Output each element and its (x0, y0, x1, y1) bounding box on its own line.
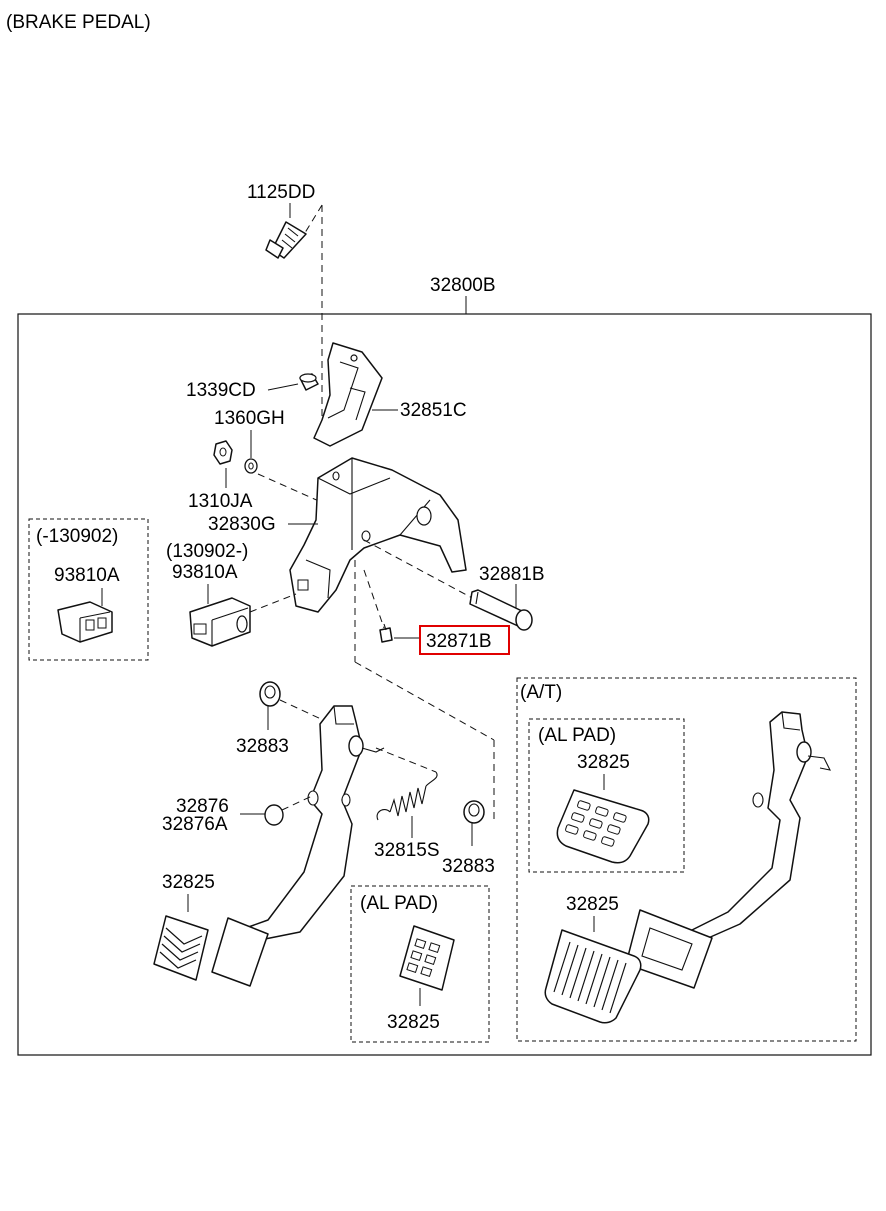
spring-32815S (376, 771, 438, 821)
label-32825-al-mt: 32825 (387, 1012, 440, 1033)
label-32851C: 32851C (400, 400, 467, 421)
label-32830G: 32830G (208, 514, 276, 535)
group-box-at (516, 677, 857, 1042)
group-box-early (28, 518, 149, 661)
small-bolt-axis-line (363, 569, 385, 629)
label-32881B: 32881B (479, 564, 545, 585)
label-1360GH: 1360GH (214, 408, 285, 429)
diagram-title: (BRAKE PEDAL) (6, 12, 151, 33)
leader-1339CD (267, 383, 299, 391)
member-axis-line-2 (354, 661, 495, 741)
bolt-axis-line-2 (302, 204, 323, 237)
label-32871B: 32871B (426, 631, 492, 652)
stopper-32876 (264, 804, 284, 826)
bushing-32883-left (259, 681, 281, 707)
label-32825-al-at: 32825 (577, 752, 630, 773)
pad-32825-al-at (556, 789, 650, 864)
switch-93810A-late (189, 597, 251, 647)
label-1125DD: 1125DD (247, 182, 315, 203)
bolt-32871B (379, 623, 393, 643)
label-1339CD: 1339CD (186, 380, 256, 401)
bolt-1125DD (265, 221, 307, 259)
nut-1339CD (299, 373, 319, 391)
label-group-at: (A/T) (520, 682, 562, 703)
label-93810A-late: 93810A (172, 562, 238, 583)
pedal-arm-at (675, 711, 831, 947)
member-32830G (289, 457, 467, 613)
pedal-arm-mt (239, 705, 385, 941)
pad-32825-mt (153, 915, 209, 981)
bushing-32883-right (463, 800, 485, 824)
washer-1360GH (244, 458, 258, 474)
label-32876A: 32876A (162, 814, 228, 835)
spring-axis-line (375, 747, 437, 773)
label-93810A-early: 93810A (54, 565, 120, 586)
pedal-foot-mt (211, 917, 269, 987)
switch-93810A-early (57, 601, 113, 643)
label-32825-mt: 32825 (162, 872, 215, 893)
label-group-al-pad-at: (AL PAD) (538, 725, 616, 746)
label-32883-right: 32883 (442, 856, 495, 877)
pad-32825-at (544, 929, 642, 1024)
pedal-foot-at (625, 909, 713, 989)
highlight-box-32871B (419, 625, 510, 655)
label-32883-left: 32883 (236, 736, 289, 757)
assembly-frame (17, 313, 872, 1056)
bracket-32851C (313, 342, 383, 447)
label-group-al-pad-mt: (AL PAD) (360, 893, 438, 914)
label-32876: 32876 (176, 796, 229, 817)
switch-axis-line (249, 593, 297, 613)
label-assembly: 32800B (430, 275, 496, 296)
label-32825-at: 32825 (566, 894, 619, 915)
nut-1310JA (213, 440, 233, 465)
stopper-axis-line (281, 795, 313, 811)
pad-32825-al-mt (399, 925, 455, 991)
group-box-al-pad-at (528, 718, 685, 873)
label-group-late: (130902-) (166, 541, 248, 562)
pin-axis-line (363, 539, 477, 601)
label-1310JA: 1310JA (188, 491, 253, 512)
pin-32881B (469, 589, 533, 631)
label-group-early: (-130902) (36, 526, 118, 547)
label-32815S: 32815S (374, 840, 440, 861)
